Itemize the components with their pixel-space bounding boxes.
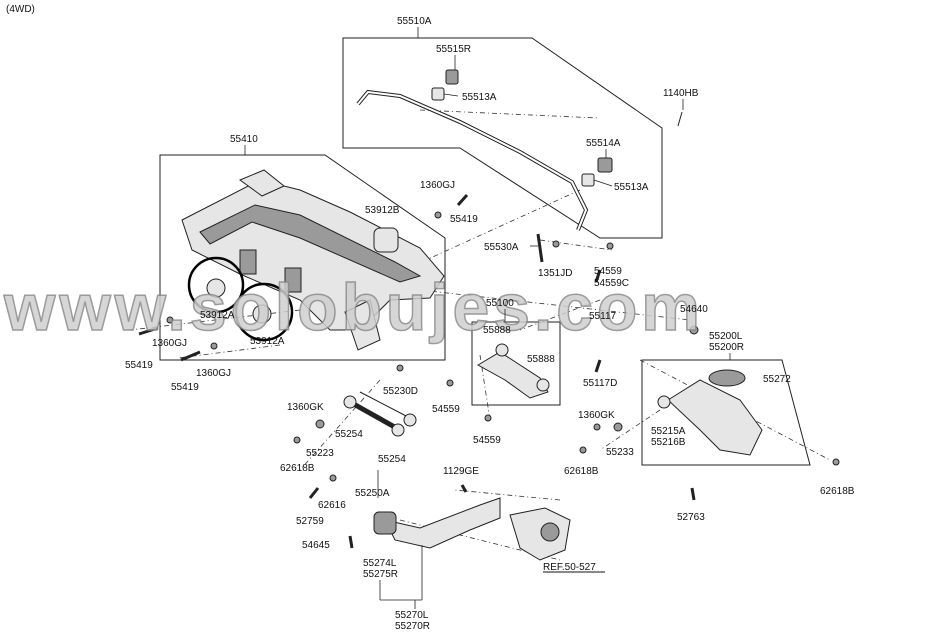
label-62618b-3: 62618B xyxy=(820,486,855,497)
label-55513a: 55513A xyxy=(462,92,497,103)
variant-label: (4WD) xyxy=(6,4,35,15)
label-1360gj-3: 1360GJ xyxy=(196,368,231,379)
assist-arm-55250a xyxy=(343,391,417,437)
crossmember-subframe xyxy=(181,169,445,351)
bushing-53912a-left xyxy=(206,278,226,298)
label-55223: 55223 xyxy=(306,448,334,459)
label-55510a: 55510A xyxy=(397,16,432,27)
watermark: www.solobujes.com xyxy=(3,270,704,344)
label-53912a-2: 53912A xyxy=(250,336,285,347)
label-53912b: 53912B xyxy=(365,205,400,216)
part-labels: (4WD) 55510A 55515R 55513A 1140HB 55514A… xyxy=(6,4,855,632)
label-ref-50-527: REF.50-527 xyxy=(543,562,596,573)
label-55530a: 55530A xyxy=(484,242,519,253)
label-54640: 54640 xyxy=(680,304,708,315)
label-54559: 54559 xyxy=(594,266,622,277)
label-54645: 54645 xyxy=(302,540,330,551)
label-55515r: 55515R xyxy=(436,44,471,55)
fasteners xyxy=(138,193,840,549)
arm-group-box xyxy=(471,321,561,406)
label-55254: 55254 xyxy=(335,429,363,440)
label-55410: 55410 xyxy=(230,134,258,145)
label-55888-2: 55888 xyxy=(527,354,555,365)
label-55419-3: 55419 xyxy=(171,382,199,393)
label-55250a: 55250A xyxy=(355,488,390,499)
spring-seat-55272 xyxy=(708,369,746,387)
label-1360gj: 1360GJ xyxy=(420,180,455,191)
label-55272: 55272 xyxy=(763,374,791,385)
label-55275r: 55275R xyxy=(363,569,398,580)
lower-arm-group-box xyxy=(641,359,811,466)
label-55117: 55117 xyxy=(589,311,617,322)
stabilizer-link xyxy=(536,233,544,263)
label-53912a: 53912A xyxy=(200,310,235,321)
label-55513a-2: 55513A xyxy=(614,182,649,193)
label-leaders xyxy=(244,27,731,609)
bushing-55888-b xyxy=(536,378,550,392)
trailing-arm-55270 xyxy=(373,497,571,561)
label-52763: 52763 xyxy=(677,512,705,523)
label-1140hb: 1140HB xyxy=(663,88,699,99)
highlight-circle-left xyxy=(187,256,245,314)
label-62616: 62616 xyxy=(318,500,346,511)
bushing-53912b xyxy=(373,227,399,253)
label-55233: 55233 xyxy=(606,447,634,458)
label-55419-2: 55419 xyxy=(125,360,153,371)
label-54559-3: 54559 xyxy=(473,435,501,446)
stabilizer-group-box xyxy=(342,37,663,239)
label-55274l: 55274L xyxy=(363,558,397,569)
label-62618b-2: 62618B xyxy=(564,466,599,477)
label-55200l: 55200L xyxy=(709,331,743,342)
label-55514a: 55514A xyxy=(586,138,621,149)
label-1360gk: 1360GK xyxy=(287,402,324,413)
label-54559c: 54559C xyxy=(594,278,629,289)
label-55215a: 55215A xyxy=(651,426,686,437)
stabilizer-bracket-2 xyxy=(597,157,613,173)
label-55216b: 55216B xyxy=(651,437,686,448)
label-55888: 55888 xyxy=(483,325,511,336)
label-1129ge: 1129GE xyxy=(443,466,479,477)
label-55100: 55100 xyxy=(486,298,514,309)
bushing-55215a xyxy=(657,395,671,409)
label-55419: 55419 xyxy=(450,214,478,225)
label-54559-2: 54559 xyxy=(432,404,460,415)
stabilizer-bushing xyxy=(431,87,445,101)
label-55270l: 55270L xyxy=(395,610,429,621)
label-62618b: 62618B xyxy=(280,463,315,474)
bolt-1140hb xyxy=(677,111,683,127)
crossmember-group-box xyxy=(159,154,446,361)
label-52759: 52759 xyxy=(296,516,324,527)
label-55254-2: 55254 xyxy=(378,454,406,465)
label-1360gj-2: 1360GJ xyxy=(152,338,187,349)
label-1351jd: 1351JD xyxy=(538,268,572,279)
bushing-55888-a xyxy=(495,343,509,357)
stabilizer-bushing-2 xyxy=(581,173,595,187)
label-55230d: 55230D xyxy=(383,386,418,397)
label-55270r: 55270R xyxy=(395,621,430,632)
label-55117d: 55117D xyxy=(583,378,617,389)
label-1360gk-2: 1360GK xyxy=(578,410,615,421)
label-55200r: 55200R xyxy=(709,342,744,353)
lower-control-arm xyxy=(667,379,763,456)
highlight-circle-right xyxy=(234,282,294,342)
stabilizer-bracket xyxy=(445,69,459,85)
bushing-53912a-right xyxy=(252,304,272,324)
